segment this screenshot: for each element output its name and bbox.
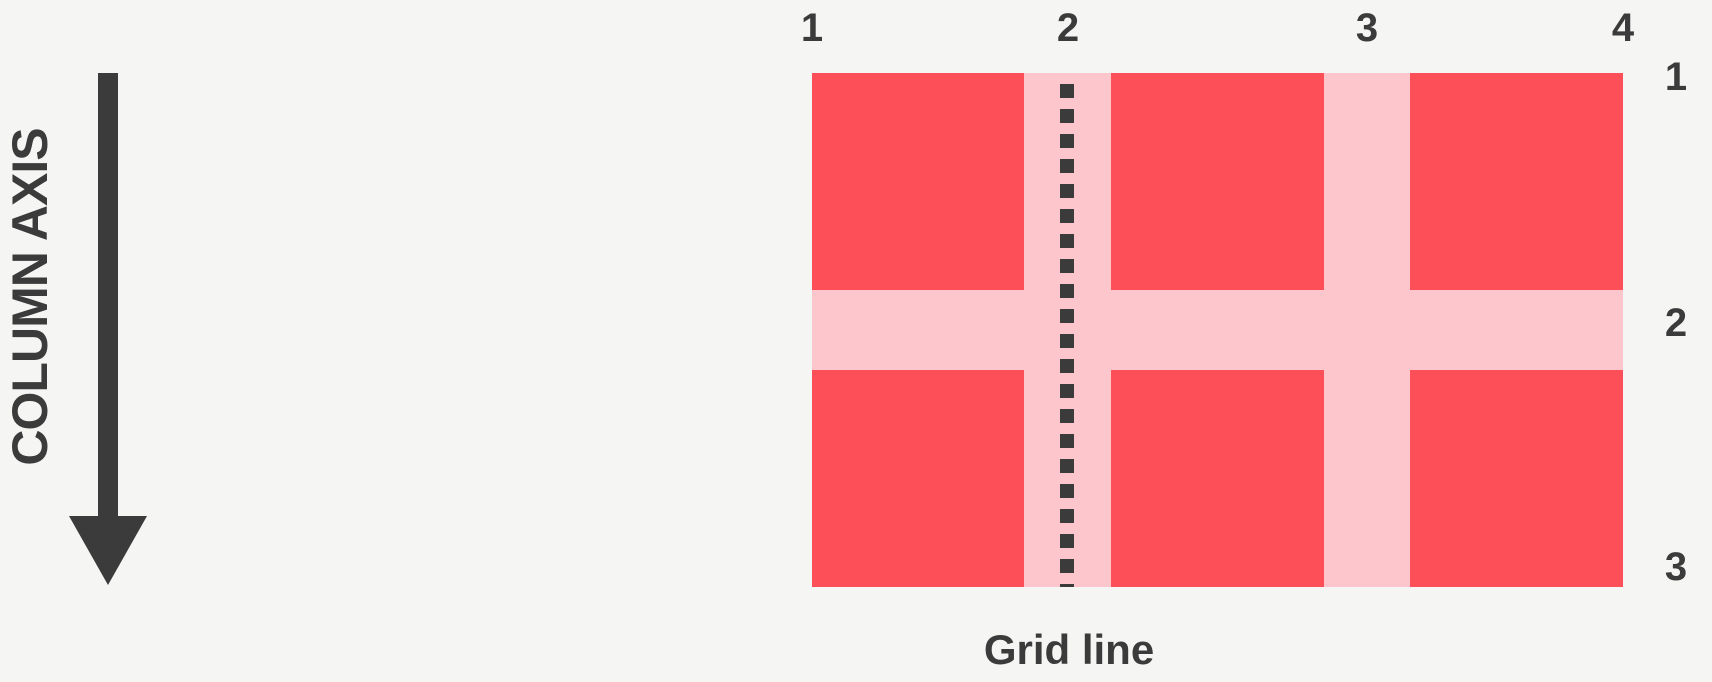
- grid-line-dotted-marker: [1060, 73, 1074, 587]
- grid-cell: [1110, 73, 1324, 290]
- grid-cell: [1410, 370, 1623, 587]
- row-line-number-2: 2: [1664, 301, 1688, 345]
- grid-cell: [812, 370, 1024, 587]
- column-line-number-2: 2: [1056, 6, 1080, 50]
- grid-cell: [1110, 370, 1324, 587]
- row-line-number-1: 1: [1664, 55, 1688, 99]
- grid-figure: [812, 73, 1623, 587]
- column-line-number-1: 1: [800, 6, 824, 50]
- column-axis-label: COLUMN AXIS: [2, 128, 58, 466]
- column-line-number-4: 4: [1611, 6, 1635, 50]
- grid-cell: [1410, 73, 1623, 290]
- column-axis-arrow-shaft: [98, 73, 118, 516]
- grid-line-caption: Grid line: [983, 626, 1155, 673]
- grid-cell: [812, 73, 1024, 290]
- column-line-number-3: 3: [1355, 6, 1379, 50]
- row-line-number-3: 3: [1664, 545, 1688, 589]
- column-axis-arrow-down-icon: [69, 516, 147, 585]
